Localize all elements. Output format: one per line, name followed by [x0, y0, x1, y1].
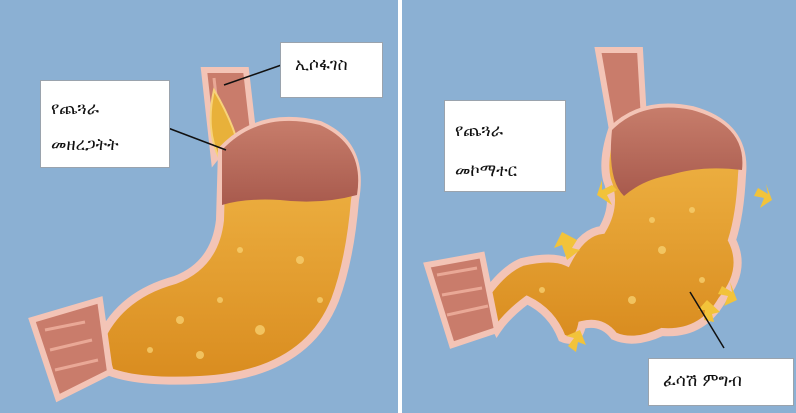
right-panel-contracting-stomach: የጨጓራ መኮማተር ፈሳሽ ምግብ	[402, 0, 796, 413]
secretion-label: የጨጓራ መዘረጋትት	[40, 80, 170, 168]
duodenum	[427, 255, 497, 345]
arrow-icon	[754, 184, 772, 208]
chyme-label: ፈሳሽ ምግብ	[648, 358, 794, 406]
contraction-label: የጨጓራ መኮማተር	[444, 100, 566, 192]
contraction-label-line2: መኮማተር	[455, 151, 565, 191]
duodenum	[32, 300, 110, 398]
esophagus-label: ኢሶፋገስ	[280, 42, 383, 98]
contraction-label-line1: የጨጓራ	[455, 111, 565, 151]
contracting-stomach-illustration	[402, 0, 796, 413]
secretion-label-line1: የጨጓራ	[51, 91, 169, 127]
secretion-label-line2: መዘረጋትት	[51, 127, 169, 163]
chyme-label-text: ፈሳሽ ምግብ	[663, 371, 793, 391]
esophagus-label-text: ኢሶፋገስ	[295, 55, 382, 75]
left-panel-relaxed-stomach: ኢሶፋገስ የጨጓራ መዘረጋትት	[0, 0, 398, 413]
